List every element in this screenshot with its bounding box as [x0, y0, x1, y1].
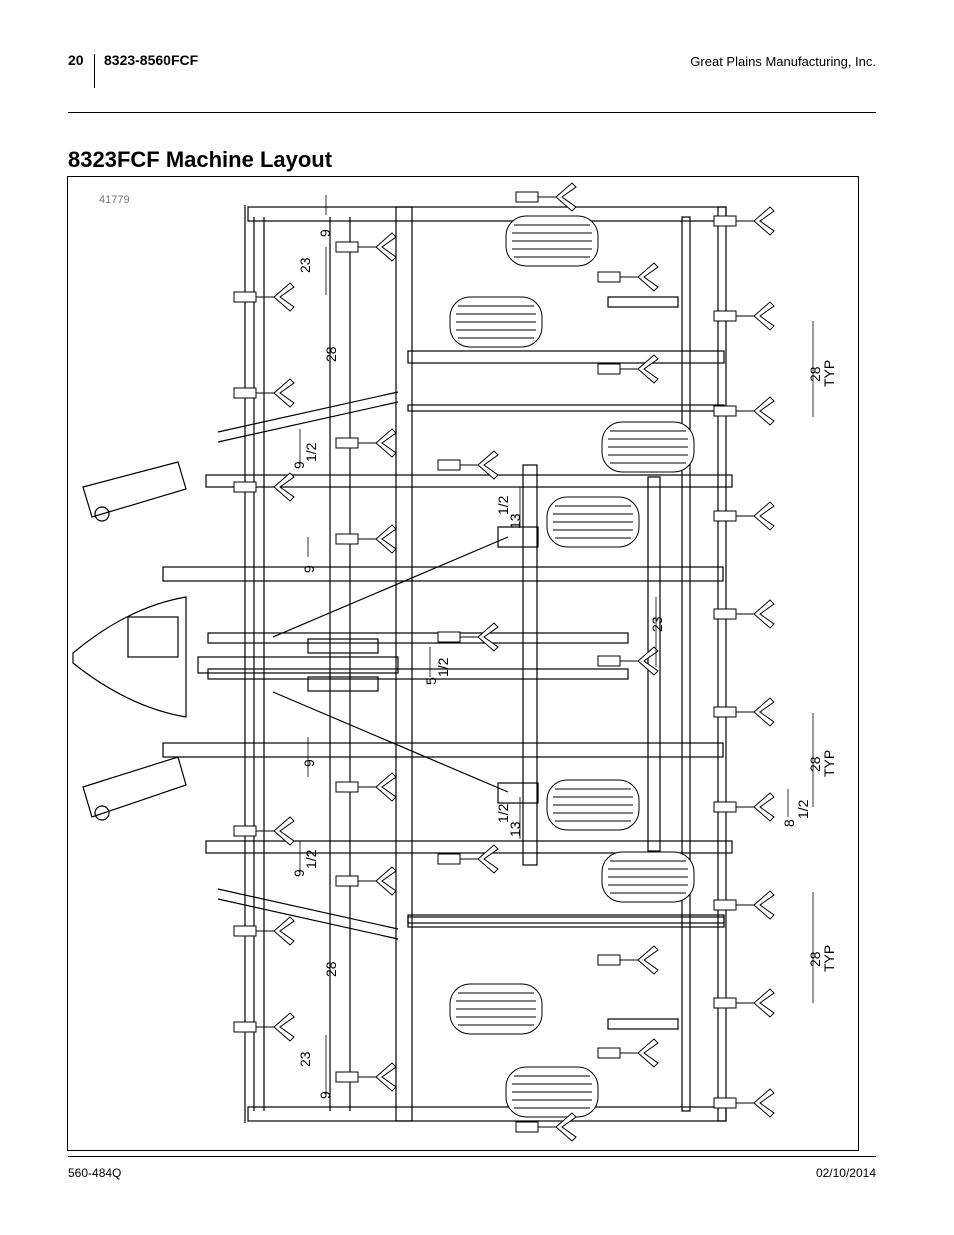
dim-5-half-frac: 1/2	[435, 657, 451, 677]
machine-layout-drawing: 9 23 28 28 TYP 9 1/2 13 1/2 9 23 5 1/2 9…	[72, 182, 837, 1142]
dim-28-left-bot: 28	[323, 961, 339, 977]
dim-5-half: 5	[423, 677, 439, 685]
dim-28-right-mid: 28	[807, 756, 823, 772]
page-number: 20	[68, 52, 84, 68]
model-number: 8323-8560FCF	[104, 52, 199, 68]
figure-id: 41779	[99, 194, 130, 206]
dim-9-half-a: 9	[291, 461, 307, 469]
company-name: Great Plains Manufacturing, Inc.	[690, 54, 876, 69]
dim-23-bot: 23	[297, 1051, 313, 1067]
dim-23-top: 23	[297, 257, 313, 273]
dim-28-right-bot: 28	[807, 951, 823, 967]
dim-13-half-a-frac: 1/2	[495, 495, 511, 515]
page-title: 8323FCF Machine Layout	[68, 147, 333, 172]
dim-typ-right-bot: TYP	[821, 945, 837, 972]
footer-rule	[68, 1156, 876, 1157]
dim-8-half: 8	[781, 819, 797, 827]
dim-28-left-top: 28	[323, 346, 339, 362]
dim-13-half-b: 13	[507, 821, 523, 837]
dim-9-bot: 9	[317, 1091, 333, 1099]
dim-8-half-frac: 1/2	[795, 799, 811, 819]
machine-layout-figure: 41779	[67, 176, 859, 1151]
dim-typ-right-mid: TYP	[821, 750, 837, 777]
frame-structure	[72, 205, 733, 1123]
dim-28-right-top: 28	[807, 366, 823, 382]
document-date: 02/10/2014	[815, 1166, 876, 1180]
dim-9-half-a-frac: 1/2	[303, 442, 319, 462]
dim-9-half-b: 9	[291, 869, 307, 877]
header-rule	[68, 112, 876, 113]
dimension-labels: 9 23 28 28 TYP 9 1/2 13 1/2 9 23 5 1/2 9…	[291, 229, 837, 1099]
dim-9-mid-b: 9	[301, 759, 317, 767]
dim-9-mid-a: 9	[301, 565, 317, 573]
dim-9-top: 9	[317, 229, 333, 237]
dim-13-half-a: 13	[507, 513, 523, 529]
document-number: 560-484Q	[68, 1166, 122, 1180]
dim-13-half-b-frac: 1/2	[495, 803, 511, 823]
dim-23-center: 23	[649, 616, 665, 632]
dim-typ-right-top: TYP	[821, 360, 837, 387]
header-divider	[94, 54, 95, 88]
dimension-lines	[299, 195, 814, 1097]
dim-9-half-b-frac: 1/2	[303, 849, 319, 869]
